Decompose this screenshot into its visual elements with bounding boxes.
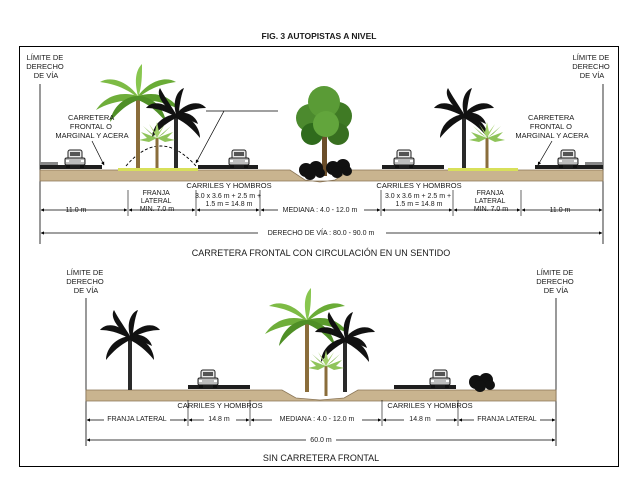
row-limit-label-left: LÍMITE DE DERECHO DE VÍA (66, 268, 106, 295)
frontal-road-pointer-left (91, 140, 105, 166)
figure-title: FIG. 3 AUTOPISTAS A NIVEL (262, 31, 377, 41)
car-icon (557, 149, 579, 169)
optional-berm-arc (125, 145, 197, 167)
franja-label-right: FRANJA LATERAL MIN. 7.0 m (474, 190, 508, 213)
lanes-formula-left: 3.0 x 3.6 m + 2.5 m + 1.5 m = 14.8 m (195, 193, 263, 208)
lanes-label-right: CARRILES Y HOMBROS (376, 181, 461, 190)
fan-palm-icon (308, 350, 344, 396)
bottom-section: LÍMITE DE DERECHO DE VÍA LÍMITE DE DEREC… (66, 268, 576, 463)
dim-median: MEDIANA : 4.0 - 12.0 m (280, 416, 355, 423)
caption-top: CARRETERA FRONTAL CON CIRCULACIÓN EN UN … (192, 248, 451, 258)
car-icon (393, 149, 415, 169)
ground-profile (39, 169, 604, 183)
frontal-road-label-left: CARRETERA FRONTAL O MARGINAL Y ACERA (55, 113, 128, 140)
broadleaf-tree-icon (296, 86, 352, 176)
lanes-formula-right: 3.0 x 3.6 m + 2.5 m + 1.5 m = 14.8 m (385, 193, 453, 208)
ground-profile (85, 389, 557, 402)
dim-lanes-right: 14.8 m (409, 416, 431, 423)
dim-franja-left: FRANJA LATERAL (107, 416, 166, 423)
dim-total-bg (306, 435, 336, 444)
dim-bg (104, 414, 170, 423)
lanes-label-left: CARRILES Y HOMBROS (186, 181, 271, 190)
lanes-label-left: CARRILES Y HOMBROS (177, 401, 262, 410)
car-icon (197, 369, 219, 389)
sidewalk-left (40, 162, 58, 165)
shrub-icon (469, 373, 495, 392)
lanes-right (394, 385, 456, 389)
dim-outer-right: 11.0 m (550, 207, 571, 214)
row-limit-label-right: LÍMITE DE DERECHO DE VÍA (572, 53, 612, 80)
frame-border (19, 46, 619, 467)
shrub-icon (299, 161, 325, 180)
caption-bottom: SIN CARRETERA FRONTAL (263, 453, 379, 463)
dim-total: DERECHO DE VÍA : 80.0 - 90.0 m (268, 228, 375, 237)
dim-franja-right: FRANJA LATERAL (477, 416, 536, 423)
dim-bg (272, 414, 362, 423)
sidewalk-right (585, 162, 603, 165)
grass-strip (118, 168, 198, 171)
frontal-road-left (40, 165, 102, 169)
palm-silhouette-icon (434, 88, 494, 168)
palm-tree-icon (265, 288, 349, 392)
dim-bg (404, 414, 436, 423)
frontal-road-label-right: CARRETERA FRONTAL O MARGINAL Y ACERA (515, 113, 588, 140)
fan-palm-icon (139, 122, 175, 168)
lanes-left (198, 165, 258, 169)
franja-label-left: FRANJA LATERAL MIN. 7.0 m (140, 190, 174, 213)
top-section: LÍMITE DE DERECHO DE VÍA LÍMITE DE DEREC… (26, 53, 612, 258)
lanes-left (188, 385, 250, 389)
dim-bg (474, 414, 540, 423)
dim-total: 60.0 m (310, 437, 332, 444)
car-icon (429, 369, 451, 389)
frontal-road-pointer-right (537, 140, 553, 166)
dim-lanes-left: 14.8 m (208, 416, 230, 423)
palm-silhouette-icon (100, 310, 160, 390)
frontal-road-right (535, 165, 603, 169)
grass-strip (448, 168, 518, 171)
dim-median: MEDIANA : 4.0 - 12.0 m (283, 207, 358, 214)
row-limit-label-right: LÍMITE DE DERECHO DE VÍA (536, 268, 576, 295)
car-icon (228, 149, 250, 169)
dim-bg (204, 414, 236, 423)
row-limit-label-left: LÍMITE DE DERECHO DE VÍA (26, 53, 66, 80)
shrub-icon (326, 159, 352, 178)
car-icon (64, 149, 86, 169)
lanes-label-right: CARRILES Y HOMBROS (387, 401, 472, 410)
dim-total-bg (258, 228, 386, 237)
dim-median-bg (278, 205, 364, 214)
dim-outer-left: 11.0 m (66, 207, 87, 214)
fan-palm-icon (469, 122, 505, 168)
berm-pointer (195, 110, 225, 164)
